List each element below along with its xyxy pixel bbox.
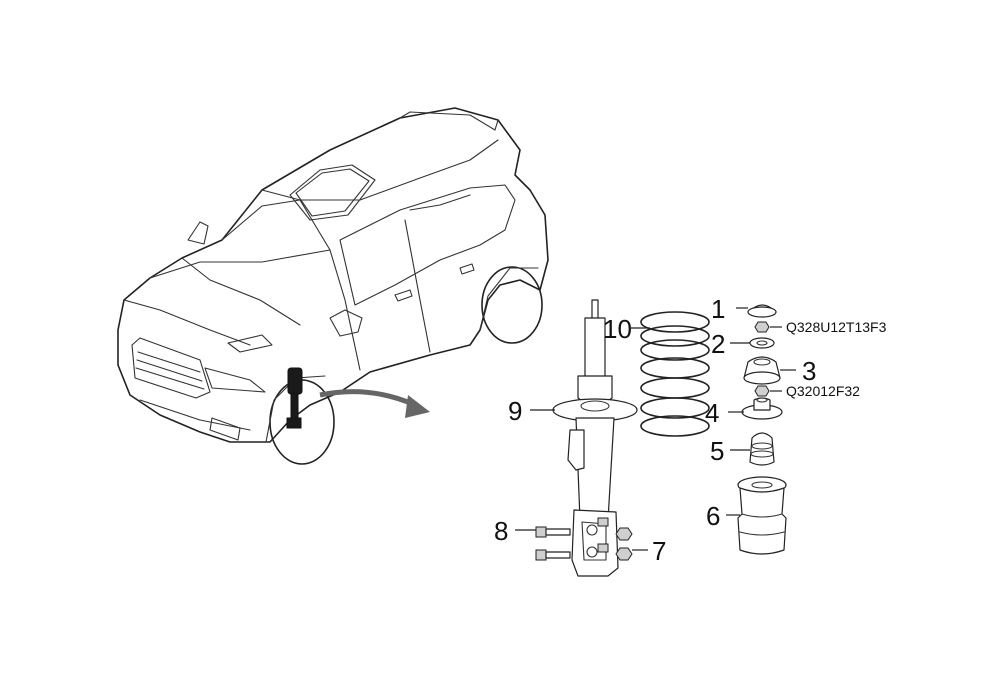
callout-1: 1 (711, 294, 725, 324)
callout-7: 7 (652, 536, 666, 566)
lower-nut (754, 385, 770, 397)
callout-9: 9 (508, 396, 522, 426)
callout-5: 5 (710, 436, 724, 466)
strut-assembly (552, 299, 638, 577)
leader-lines (515, 307, 796, 551)
callout-2: 2 (711, 329, 725, 359)
top-mount (743, 356, 781, 385)
callout-6: 6 (706, 501, 720, 531)
dust-cap (747, 304, 777, 318)
highlighted-strut-bracket (286, 417, 302, 429)
strut-nuts (615, 527, 633, 561)
upper-nut (754, 321, 770, 333)
bump-stop (749, 432, 775, 466)
callout-8: 8 (494, 516, 508, 546)
coil-spring (640, 311, 710, 437)
callout-4: 4 (705, 398, 719, 428)
part-number-upper-nut: Q328U12T13F3 (786, 319, 887, 335)
pointer-arrow (319, 389, 430, 418)
strut-bolts (535, 526, 571, 561)
callout-3: 3 (802, 356, 816, 386)
highlighted-strut-spring (287, 367, 303, 395)
callout-10: 10 (603, 314, 632, 344)
part-number-lower-nut: Q32012F32 (786, 383, 860, 399)
washer (749, 337, 775, 349)
spring-seat-bearing (741, 397, 783, 420)
dust-boot (737, 476, 787, 555)
highlighted-strut-body (290, 393, 299, 419)
vehicle-illustration (117, 107, 549, 465)
